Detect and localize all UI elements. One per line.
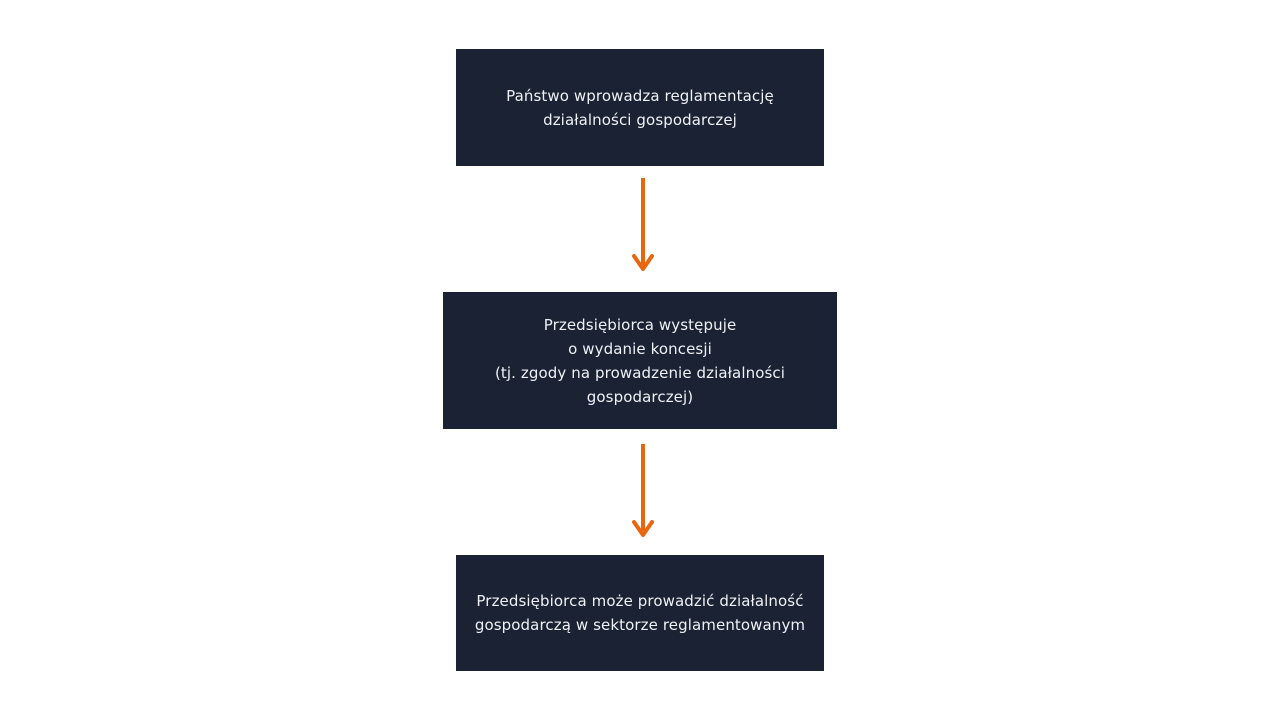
flow-step-3: Przedsiębiorca może prowadzić działalnoś… bbox=[456, 555, 824, 671]
flow-step-2-line-4: gospodarczej) bbox=[586, 387, 694, 406]
flow-step-3-line-1: Przedsiębiorca może prowadzić działalnoś… bbox=[476, 592, 804, 610]
flow-step-1: Państwo wprowadza reglamentację działaln… bbox=[456, 49, 824, 166]
flow-step-2-line-3: (tj. zgody na prowadzenie działalności bbox=[494, 363, 786, 382]
flow-step-1-line-1: Państwo wprowadza reglamentację bbox=[506, 86, 774, 105]
flow-step-2-line-1: Przedsiębiorca występuje bbox=[543, 315, 737, 334]
arrow-down-icon bbox=[632, 444, 654, 537]
flow-step-2-line-2: o wydanie koncesji bbox=[568, 339, 712, 358]
flow-step-3-line-2: gospodarczą w sektorze reglamentowanym bbox=[474, 616, 806, 634]
flow-step-2: Przedsiębiorca występuje o wydanie konce… bbox=[443, 292, 837, 429]
flow-step-1-line-2: działalności gospodarczej bbox=[543, 110, 737, 129]
arrow-down-icon bbox=[632, 178, 654, 271]
